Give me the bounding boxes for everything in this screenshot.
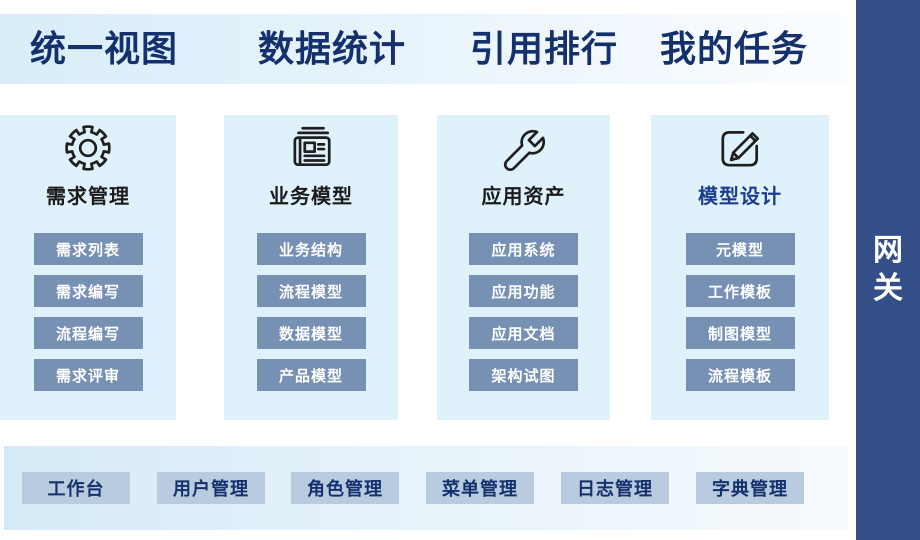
role-management-button[interactable]: 角色管理 [291,472,399,504]
gear-icon [63,123,113,173]
panel-title: 模型设计 [698,186,782,208]
panel-button-list: 应用系统 应用功能 应用文档 架构试图 [469,233,578,391]
panel-requirements-management: 需求管理 需求列表 需求编写 流程编写 需求评审 [0,115,176,420]
log-management-button[interactable]: 日志管理 [561,472,669,504]
work-template-button[interactable]: 工作模板 [685,275,795,307]
tab-my-tasks[interactable]: 我的任务 [660,28,809,69]
requirements-review-button[interactable]: 需求评审 [33,359,143,391]
panel-button-list: 需求列表 需求编写 流程编写 需求评审 [33,233,143,391]
product-model-button[interactable]: 产品模型 [256,359,366,391]
header-band: 统一视图 数据统计 引用排行 我的任务 [0,14,848,84]
tab-data-statistics[interactable]: 数据统计 [258,28,407,69]
requirements-list-button[interactable]: 需求列表 [33,233,143,265]
panel-business-model: 业务模型 业务结构 流程模型 数据模型 产品模型 [224,115,398,420]
dictionary-management-button[interactable]: 字典管理 [696,472,804,504]
panel-model-design: 模型设计 元模型 工作模板 制图模型 流程模板 [651,115,829,420]
drawing-model-button[interactable]: 制图模型 [685,317,795,349]
workbench-button[interactable]: 工作台 [22,472,130,504]
process-writing-button[interactable]: 流程编写 [33,317,143,349]
panel-title: 业务模型 [269,186,353,208]
data-model-button[interactable]: 数据模型 [256,317,366,349]
application-system-button[interactable]: 应用系统 [469,233,578,265]
process-model-button[interactable]: 流程模型 [256,275,366,307]
meta-model-button[interactable]: 元模型 [685,233,795,265]
newspaper-icon [286,123,336,173]
gateway-label-char: 关 [873,272,903,305]
panel-title: 应用资产 [481,186,566,208]
application-function-button[interactable]: 应用功能 [469,275,578,307]
panel-button-list: 业务结构 流程模型 数据模型 产品模型 [256,233,366,391]
business-structure-button[interactable]: 业务结构 [256,233,366,265]
architecture-view-button[interactable]: 架构试图 [469,359,578,391]
wrench-icon [499,123,549,173]
gateway-bar: 网 关 [856,0,920,540]
panel-title: 需求管理 [46,186,130,208]
gateway-label-char: 网 [873,234,903,267]
tab-unified-view[interactable]: 统一视图 [30,28,179,69]
panel-button-list: 元模型 工作模板 制图模型 流程模板 [685,233,795,391]
edit-icon [715,123,765,173]
user-management-button[interactable]: 用户管理 [157,472,265,504]
panel-application-assets: 应用资产 应用系统 应用功能 应用文档 架构试图 [437,115,610,420]
process-template-button[interactable]: 流程模板 [685,359,795,391]
requirements-writing-button[interactable]: 需求编写 [33,275,143,307]
tab-citation-ranking[interactable]: 引用排行 [470,28,619,69]
application-document-button[interactable]: 应用文档 [469,317,578,349]
footer-band: 工作台 用户管理 角色管理 菜单管理 日志管理 字典管理 [4,446,848,530]
menu-management-button[interactable]: 菜单管理 [426,472,534,504]
